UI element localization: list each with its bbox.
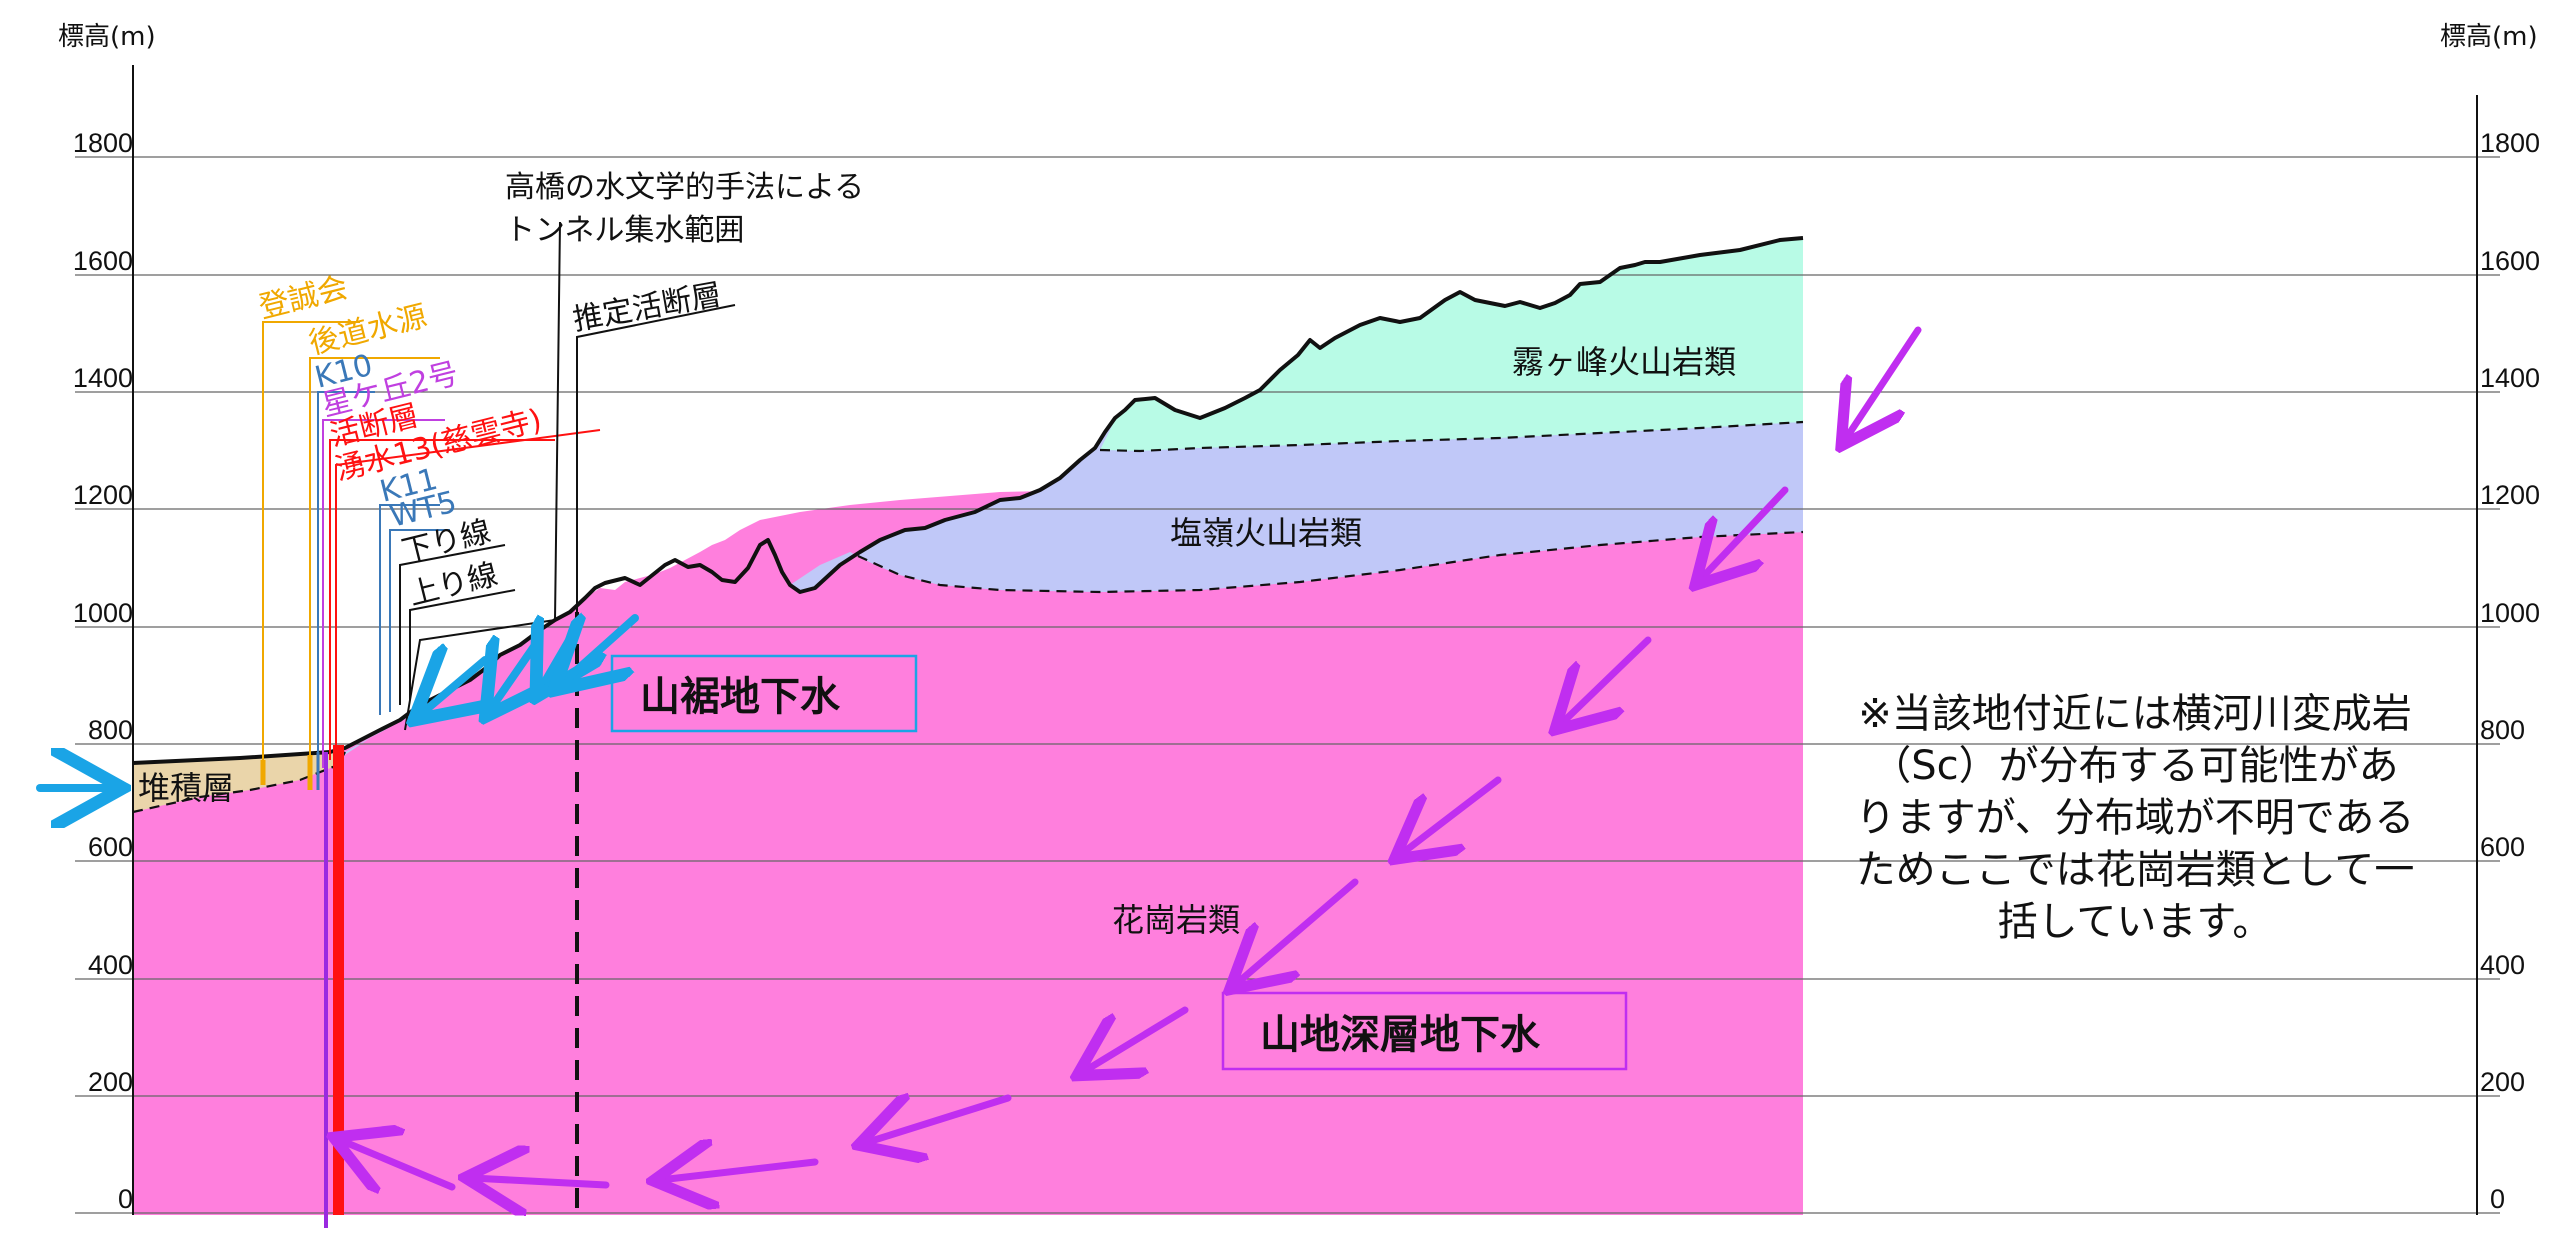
- tick-left-1600: 1600: [73, 246, 133, 276]
- kirigamine-layer: [1100, 238, 1803, 451]
- tick-right-600: 600: [2480, 832, 2525, 862]
- tick-left-1000: 1000: [73, 598, 133, 628]
- deep-groundwater-label: 山地深層地下水: [1260, 1012, 1541, 1058]
- blue-arrow-4: [560, 618, 639, 685]
- well-leader-lines: [262, 221, 736, 785]
- tick-right-1000: 1000: [2480, 598, 2540, 628]
- purple-flow-arrows: [340, 326, 1922, 1187]
- tick-left-800: 800: [88, 715, 133, 745]
- purple-arrow-7: [865, 1098, 1012, 1143]
- tick-right-1200: 1200: [2480, 480, 2540, 510]
- tick-right-1400: 1400: [2480, 363, 2540, 393]
- purple-arrow-2: [1700, 486, 1789, 580]
- tick-right-200: 200: [2480, 1067, 2525, 1097]
- purple-arrow-3: [1560, 636, 1652, 725]
- left-tick-labels: 0 200 400 600 800 1000 1200 1400 1600 18…: [73, 128, 133, 1214]
- estimated-fault-label: 推定活断層: [570, 277, 724, 338]
- active-fault-band: [333, 745, 344, 1215]
- tick-left-400: 400: [88, 950, 133, 980]
- tick-right-1600: 1600: [2480, 246, 2540, 276]
- shiojiri-base-boundary: [857, 530, 1804, 594]
- purple-arrow-4: [1400, 776, 1502, 855]
- purple-arrow-6: [1083, 1006, 1189, 1072]
- blue-arrow-1: [420, 660, 485, 715]
- blue-flow-arrows: [36, 618, 639, 788]
- takahashi-label-line1: 高橋の水文学的手法による: [505, 170, 864, 205]
- takahashi-label-line2: トンネル集水範囲: [505, 213, 744, 248]
- grid-lines: [75, 156, 2500, 1214]
- tick-right-1800: 1800: [2480, 128, 2540, 158]
- purple-arrow-8: [660, 1162, 819, 1180]
- blue-arrow-2: [490, 645, 535, 710]
- granite-label: 花崗岩類: [1112, 901, 1240, 939]
- kirigamine-base-boundary: [1099, 420, 1804, 453]
- shiojiri-upper-fill: [858, 422, 1803, 592]
- tick-left-1800: 1800: [73, 128, 133, 158]
- geology-note: ※当該地付近には横河川変成岩（Sc）が分布する可能性がありますが、分布域が不明で…: [1855, 691, 2415, 945]
- tick-left-0: 0: [118, 1184, 133, 1214]
- left-axis-unit: 標高(m): [58, 22, 156, 52]
- deep-groundwater-box: [1221, 991, 1628, 1071]
- right-axis-unit: 標高(m): [2440, 22, 2538, 52]
- tick-left-1200: 1200: [73, 480, 133, 510]
- toseikai-label: 登誠会: [255, 270, 351, 326]
- sediment-label: 堆積層: [138, 769, 234, 807]
- kirigamine-label: 霧ヶ峰火山岩類: [1512, 343, 1736, 381]
- tick-right-400: 400: [2480, 950, 2525, 980]
- tick-right-800: 800: [2480, 715, 2525, 745]
- purple-arrow-9: [472, 1178, 610, 1185]
- purple-arrow-5: [1235, 878, 1359, 985]
- sediment-layer: [133, 748, 345, 812]
- tick-left-600: 600: [88, 832, 133, 862]
- tick-right-0: 0: [2490, 1184, 2505, 1214]
- foothill-groundwater-label: 山裾地下水: [640, 674, 841, 720]
- tick-left-1400: 1400: [73, 363, 133, 393]
- tick-left-200: 200: [88, 1067, 133, 1097]
- shiojiri-label: 塩嶺火山岩類: [1170, 514, 1362, 552]
- purple-arrow-1: [1845, 326, 1922, 440]
- purple-arrow-10: [340, 1140, 456, 1187]
- right-tick-labels: 0 200 400 600 800 1000 1200 1400 1600 18…: [2480, 128, 2540, 1214]
